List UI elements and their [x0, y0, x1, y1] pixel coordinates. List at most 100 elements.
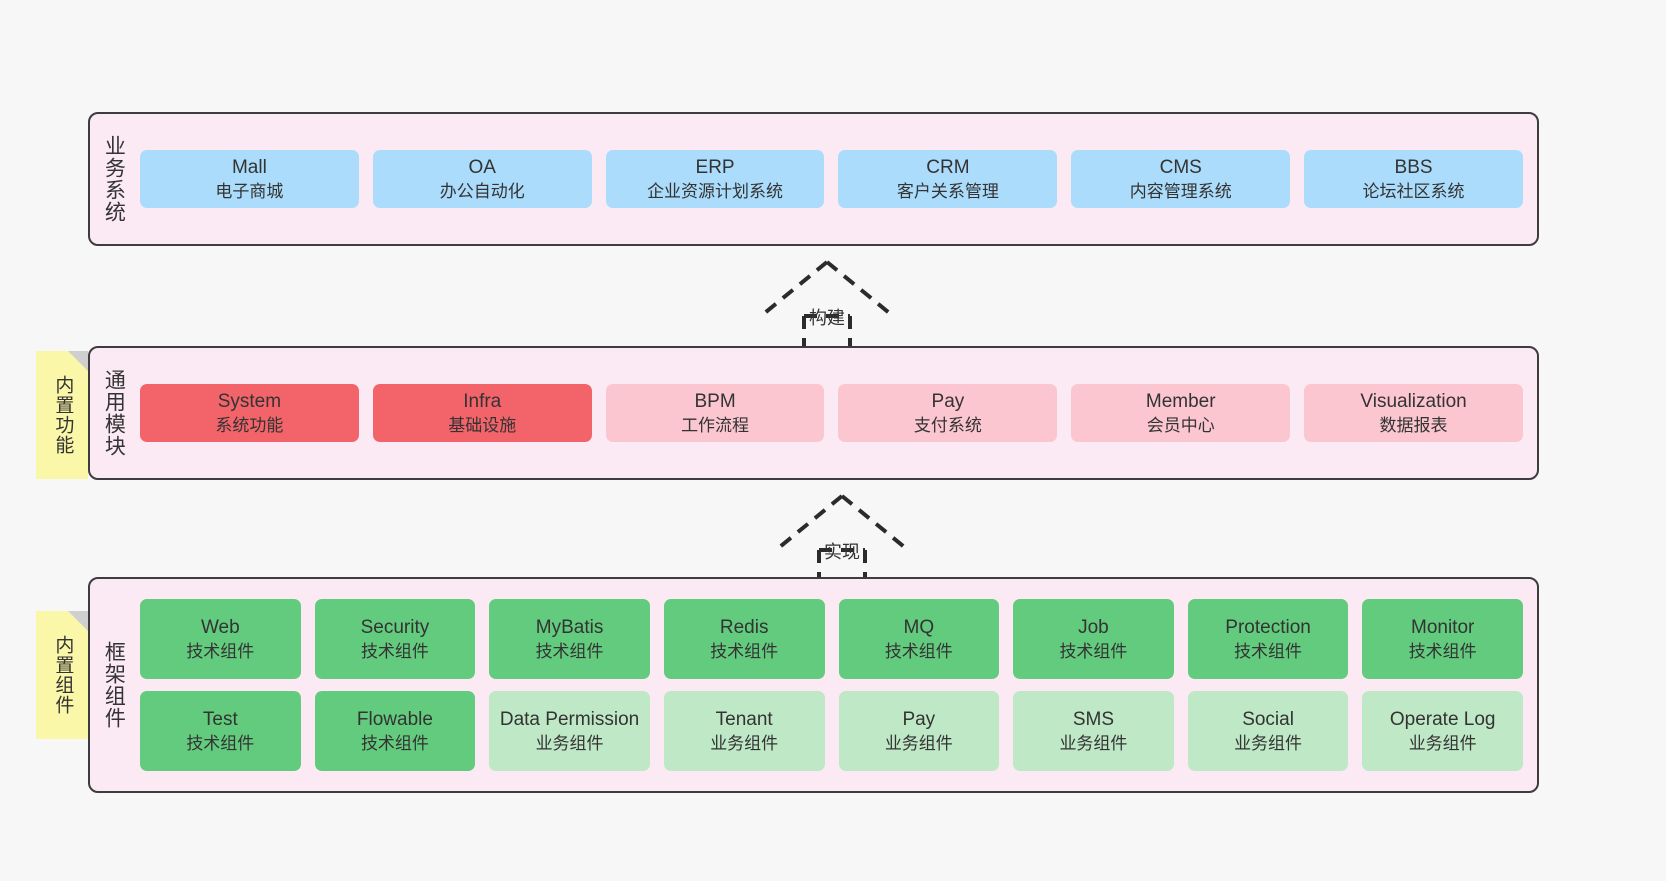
node-subtitle: 支付系统	[913, 415, 982, 435]
node-bpm[interactable]: BPM 工作流程	[605, 384, 825, 442]
node-subtitle: 业务组件	[710, 733, 779, 753]
node-pay-module[interactable]: Pay 支付系统	[838, 384, 1058, 442]
node-member[interactable]: Member 会员中心	[1071, 384, 1291, 442]
note-fold-corner-icon	[68, 351, 88, 371]
node-title: Security	[360, 617, 430, 639]
node-subtitle: 企业资源计划系统	[647, 181, 784, 201]
layer-framework-components-caption: 框架组件	[102, 641, 126, 729]
layer-business-system-caption: 业务系统	[102, 135, 126, 223]
node-title: CMS	[1159, 157, 1202, 179]
node-pay-component[interactable]: Pay 业务组件	[838, 691, 1000, 771]
node-subtitle: 数据报表	[1379, 415, 1448, 435]
node-title: OA	[468, 157, 496, 179]
note-builtin-features: 内置功能	[36, 351, 88, 479]
node-title: Social	[1242, 709, 1294, 731]
node-subtitle: 技术组件	[1408, 641, 1477, 661]
node-flowable[interactable]: Flowable 技术组件	[314, 691, 476, 771]
node-title: Data Permission	[499, 709, 640, 731]
node-infra[interactable]: Infra 基础设施	[372, 384, 592, 442]
node-title: ERP	[695, 157, 735, 179]
node-title: Pay	[931, 391, 965, 413]
node-security[interactable]: Security 技术组件	[314, 599, 476, 679]
node-mall[interactable]: Mall 电子商城	[140, 150, 359, 208]
layer-common-modules-caption: 通用模块	[102, 369, 126, 457]
node-subtitle: 会员中心	[1146, 415, 1215, 435]
node-system[interactable]: System 系统功能	[140, 384, 359, 442]
node-title: MyBatis	[535, 617, 604, 639]
node-title: Pay	[902, 709, 936, 731]
node-protection[interactable]: Protection 技术组件	[1187, 599, 1349, 679]
node-mybatis[interactable]: MyBatis 技术组件	[489, 599, 650, 679]
node-subtitle: 技术组件	[710, 641, 779, 661]
layer-common-modules-body: System 系统功能 Infra 基础设施 BPM 工作流程 Pay 支付系统…	[136, 348, 1537, 478]
node-subtitle: 技术组件	[1059, 641, 1128, 661]
node-oa[interactable]: OA 办公自动化	[372, 150, 592, 208]
node-subtitle: 技术组件	[360, 733, 429, 753]
node-title: Mall	[231, 157, 267, 179]
dashed-hollow-arrow-icon	[774, 494, 910, 580]
note-builtin-components: 内置组件	[36, 611, 88, 739]
business-node-row: Mall 电子商城 OA 办公自动化 ERP 企业资源计划系统 CRM 客户关系…	[140, 150, 1523, 208]
node-cms[interactable]: CMS 内容管理系统	[1071, 150, 1291, 208]
note-fold-corner-icon	[68, 611, 88, 631]
node-title: CRM	[926, 157, 970, 179]
node-title: Visualization	[1360, 391, 1467, 413]
note-text: 内置功能	[52, 375, 74, 455]
node-bbs[interactable]: BBS 论坛社区系统	[1304, 150, 1523, 208]
node-subtitle: 基础设施	[448, 415, 517, 435]
node-title: Operate Log	[1389, 709, 1496, 731]
node-tenant[interactable]: Tenant 业务组件	[663, 691, 825, 771]
node-subtitle: 技术组件	[360, 641, 429, 661]
node-visualization[interactable]: Visualization 数据报表	[1304, 384, 1523, 442]
layer-business-system-body: Mall 电子商城 OA 办公自动化 ERP 企业资源计划系统 CRM 客户关系…	[136, 114, 1537, 244]
node-subtitle: 系统功能	[215, 415, 284, 435]
node-title: Test	[202, 709, 238, 731]
node-subtitle: 技术组件	[186, 641, 255, 661]
framework-tech-row: Web 技术组件 Security 技术组件 MyBatis 技术组件 Redi…	[140, 599, 1523, 679]
node-sms[interactable]: SMS 业务组件	[1013, 691, 1174, 771]
layer-framework-components-body: Web 技术组件 Security 技术组件 MyBatis 技术组件 Redi…	[136, 579, 1537, 791]
node-job[interactable]: Job 技术组件	[1013, 599, 1174, 679]
node-erp[interactable]: ERP 企业资源计划系统	[605, 150, 825, 208]
node-title: Redis	[719, 617, 769, 639]
dashed-hollow-arrow-icon	[759, 260, 895, 346]
node-subtitle: 内容管理系统	[1129, 181, 1232, 201]
node-test[interactable]: Test 技术组件	[140, 691, 301, 771]
node-subtitle: 客户关系管理	[896, 181, 999, 201]
node-web[interactable]: Web 技术组件	[140, 599, 301, 679]
node-title: Job	[1078, 617, 1109, 639]
node-redis[interactable]: Redis 技术组件	[663, 599, 825, 679]
connector-build: 构建	[757, 258, 897, 346]
framework-biz-row: Test 技术组件 Flowable 技术组件 Data Permission …	[140, 691, 1523, 771]
node-title: Tenant	[715, 709, 773, 731]
node-subtitle: 技术组件	[535, 641, 604, 661]
node-data-permission[interactable]: Data Permission 业务组件	[489, 691, 650, 771]
node-subtitle: 业务组件	[884, 733, 953, 753]
node-title: BPM	[694, 391, 736, 413]
node-crm[interactable]: CRM 客户关系管理	[838, 150, 1058, 208]
node-title: SMS	[1072, 709, 1115, 731]
node-subtitle: 技术组件	[884, 641, 953, 661]
node-title: Web	[200, 617, 240, 639]
node-subtitle: 论坛社区系统	[1362, 181, 1465, 201]
node-monitor[interactable]: Monitor 技术组件	[1362, 599, 1523, 679]
node-subtitle: 技术组件	[186, 733, 255, 753]
node-mq[interactable]: MQ 技术组件	[838, 599, 1000, 679]
node-subtitle: 技术组件	[1234, 641, 1303, 661]
node-title: System	[217, 391, 282, 413]
node-operate-log[interactable]: Operate Log 业务组件	[1362, 691, 1523, 771]
node-title: BBS	[1394, 157, 1433, 179]
node-title: Monitor	[1411, 617, 1475, 639]
connector-implement-label: 实现	[824, 542, 860, 562]
node-title: Protection	[1225, 617, 1311, 639]
node-social[interactable]: Social 业务组件	[1187, 691, 1349, 771]
connector-implement: 实现	[772, 492, 912, 580]
node-title: Infra	[463, 391, 502, 413]
node-subtitle: 业务组件	[1234, 733, 1303, 753]
node-title: Flowable	[356, 709, 433, 731]
node-subtitle: 办公自动化	[439, 181, 525, 201]
note-text: 内置组件	[52, 635, 74, 715]
layer-common-modules: 通用模块 System 系统功能 Infra 基础设施 BPM 工作流程 Pay	[88, 346, 1539, 480]
node-subtitle: 业务组件	[535, 733, 604, 753]
